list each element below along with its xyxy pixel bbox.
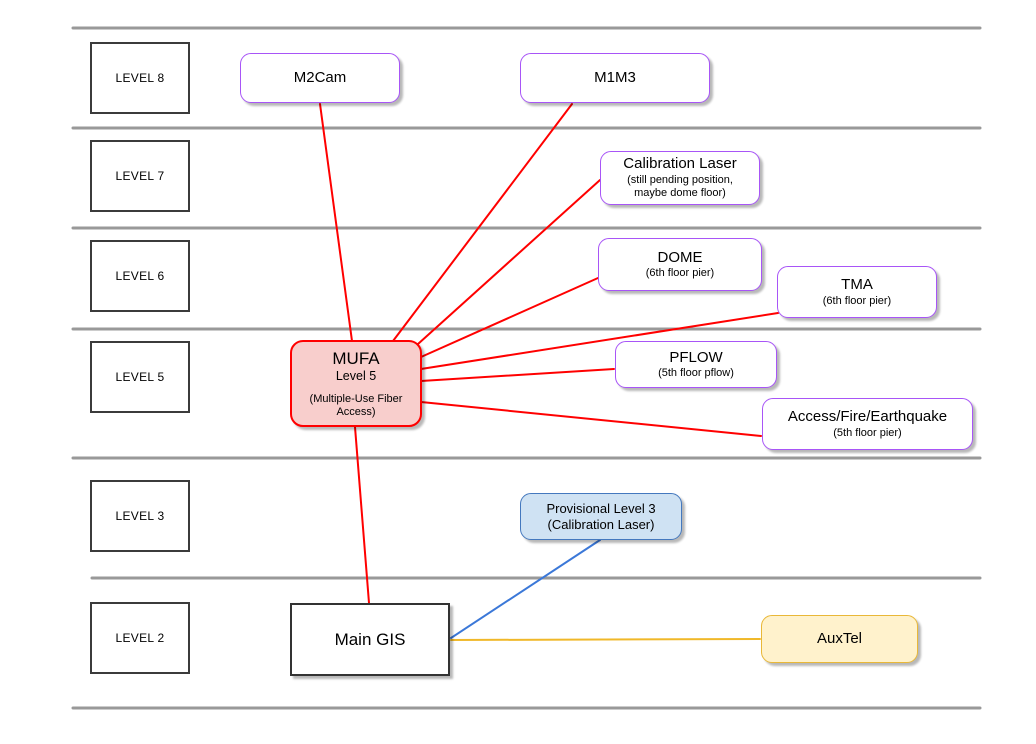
node-title: Main GIS	[334, 629, 406, 649]
level-box-7[interactable]: LEVEL 7	[90, 140, 190, 212]
node-subtitle: Level 5	[335, 368, 377, 383]
node-title: M1M3	[594, 68, 636, 86]
edge-pflow-mufa	[420, 368, 615, 382]
node-subtitle: (6th floor pier)	[645, 267, 715, 280]
node-title: PFLOW	[669, 348, 723, 366]
level-label: LEVEL 6	[115, 269, 165, 283]
node-title: Provisional Level 3	[546, 500, 656, 516]
node-title: Access/Fire/Earthquake	[787, 408, 948, 426]
level-box-6[interactable]: LEVEL 6	[90, 240, 190, 312]
level-label: LEVEL 3	[115, 509, 165, 523]
level-box-3[interactable]: LEVEL 3	[90, 480, 190, 552]
node-pflow[interactable]: PFLOW (5th floor pflow)	[615, 341, 777, 388]
node-access-fire-earthquake[interactable]: Access/Fire/Earthquake (5th floor pier)	[762, 398, 973, 450]
node-auxtel[interactable]: AuxTel	[761, 615, 918, 663]
level-label: LEVEL 2	[115, 631, 165, 645]
node-main-gis[interactable]: Main GIS	[290, 603, 450, 676]
node-title: MUFA	[332, 348, 380, 368]
level-box-8[interactable]: LEVEL 8	[90, 42, 190, 114]
level-label: LEVEL 7	[115, 169, 165, 183]
edge-mufa-maingis	[354, 426, 370, 604]
level-label: LEVEL 5	[115, 370, 165, 384]
edge-prov3-maingis	[450, 539, 601, 639]
level-box-2[interactable]: LEVEL 2	[90, 602, 190, 674]
node-title: M2Cam	[293, 68, 347, 86]
node-m2cam[interactable]: M2Cam	[240, 53, 400, 103]
edge-m2cam-mufa	[319, 103, 353, 342]
node-subtitle: (Multiple-Use Fiber Access)	[309, 392, 403, 419]
node-m1m3[interactable]: M1M3	[520, 53, 710, 103]
edge-accessfire-mufa	[420, 401, 762, 437]
edge-tma-mufa	[420, 312, 779, 370]
node-dome[interactable]: DOME (6th floor pier)	[598, 238, 762, 291]
node-subtitle: (5th floor pflow)	[658, 367, 734, 380]
level-label: LEVEL 8	[115, 71, 165, 85]
node-tma[interactable]: TMA (6th floor pier)	[777, 266, 937, 318]
node-subtitle: (5th floor pier)	[833, 426, 902, 439]
node-subtitle: (6th floor pier)	[822, 294, 892, 307]
node-subtitle: (Calibration Laser)	[547, 516, 655, 532]
node-title: Calibration Laser	[623, 155, 737, 173]
edge-callaser-mufa	[417, 179, 601, 345]
node-subtitle: maybe dome floor)	[634, 187, 726, 200]
node-title: DOME	[657, 248, 703, 266]
node-title: AuxTel	[816, 629, 863, 647]
level-box-5[interactable]: LEVEL 5	[90, 341, 190, 413]
edge-auxtel-maingis	[450, 638, 761, 641]
node-subtitle: (still pending position,	[627, 174, 733, 187]
node-provisional-level-3[interactable]: Provisional Level 3 (Calibration Laser)	[520, 493, 682, 540]
node-calibration-laser[interactable]: Calibration Laser (still pending positio…	[600, 151, 760, 205]
node-mufa[interactable]: MUFA Level 5 (Multiple-Use Fiber Access)	[290, 340, 422, 427]
edge-dome-mufa	[420, 277, 599, 358]
edge-m1m3-mufa	[392, 103, 573, 342]
node-title: TMA	[841, 276, 873, 294]
